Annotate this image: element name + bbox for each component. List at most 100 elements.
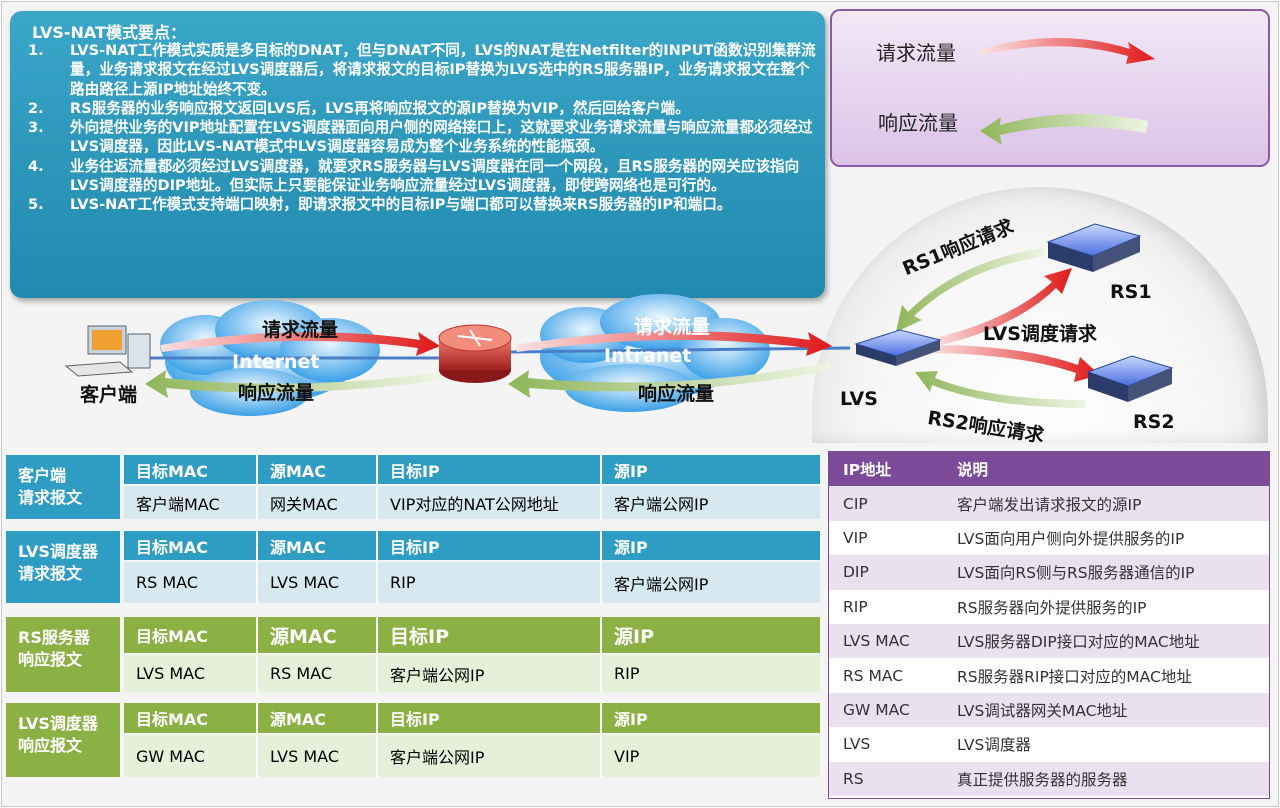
legend-request-label: 请求流量 — [876, 41, 956, 65]
header-src-ip: 源IP — [614, 537, 648, 557]
lvs-to-rs1-arrow — [935, 268, 1072, 346]
header-src-mac: 源MAC — [270, 625, 337, 648]
client-label: 客户端 — [80, 384, 138, 406]
table-value-row: GW MAC LVS MAC 客户端公网IP VIP — [124, 735, 820, 777]
lvs-schedule-label: LVS调度请求 — [983, 323, 1097, 345]
header-dest-mac: 目标MAC — [136, 710, 209, 729]
ip-desc: LVS调度器 — [957, 736, 1031, 755]
header-src-mac: 源MAC — [270, 710, 327, 729]
header-dest-mac: 目标MAC — [136, 461, 209, 481]
ip-name: GW MAC — [843, 700, 910, 719]
intranet-request-label: 请求流量 — [634, 316, 711, 338]
lvs-to-rs2-arrow — [930, 345, 1100, 382]
internet-request-arrow — [160, 332, 440, 356]
ip-table-row: LVS MAC LVS服务器DIP接口对应的MAC地址 — [829, 624, 1269, 659]
ip-desc: LVS面向用户侧向外提供服务的IP — [957, 529, 1185, 548]
lvs-label: LVS — [840, 388, 878, 410]
intranet-label: Intranet — [604, 345, 692, 367]
ip-desc: RS服务器向外提供服务的IP — [957, 598, 1147, 617]
router-icon — [438, 324, 512, 383]
rs2-server-icon — [1086, 355, 1174, 402]
ip-table-row: RS 真正提供服务器的服务器 — [829, 761, 1269, 796]
table-header-row: 目标MAC 源MAC 目标IP 源IP — [124, 455, 820, 484]
value-dest-ip: 客户端公网IP — [390, 748, 485, 767]
value-src-ip: RIP — [614, 664, 640, 683]
ip-name: RS — [843, 769, 864, 788]
header-src-mac: 源MAC — [270, 537, 327, 557]
legend-arrows — [980, 38, 1155, 145]
table-label: LVS调度器 响应报文 — [6, 703, 120, 777]
table-value-row: 客户端MAC 网关MAC VIP对应的NAT公网地址 客户端公网IP — [124, 486, 820, 519]
ip-desc: RS服务器RIP接口对应的MAC地址 — [957, 667, 1192, 686]
value-src-ip: 客户端公网IP — [614, 494, 709, 514]
note-item: 4.业务往返流量都必须经过LVS调度器，就要求RS服务器与LVS调度器在同一个网… — [28, 157, 818, 196]
ip-desc: 真正提供服务器的服务器 — [957, 770, 1128, 789]
ip-name: CIP — [843, 494, 868, 513]
ip-name: RS MAC — [843, 666, 904, 685]
value-src-ip: 客户端公网IP — [614, 574, 709, 594]
value-dest-ip: VIP对应的NAT公网地址 — [390, 494, 559, 514]
traffic-legend: 请求流量 响应流量 — [830, 9, 1270, 167]
table-label: LVS调度器 请求报文 — [6, 531, 120, 603]
note-text: 外向提供业务的VIP地址配置在LVS调度器面向用户侧的网络接口上，这就要求业务请… — [70, 119, 813, 156]
ip-name: LVS — [843, 735, 871, 754]
table-value-row: LVS MAC RS MAC 客户端公网IP RIP — [124, 655, 820, 692]
link-router-lvs — [509, 346, 851, 354]
value-dest-ip: 客户端公网IP — [390, 665, 485, 685]
lvs-response-table: LVS调度器 响应报文 目标MAC 源MAC 目标IP 源IP GW MAC L… — [6, 703, 820, 777]
ip-header-description: 说明 — [957, 461, 989, 480]
header-dest-ip: 目标IP — [390, 710, 440, 729]
value-src-mac: LVS MAC — [270, 573, 339, 592]
value-src-mac: 网关MAC — [270, 494, 338, 514]
table-label: RS服务器 响应报文 — [6, 617, 120, 692]
internet-response-arrow — [145, 370, 440, 398]
value-dest-mac: 客户端MAC — [136, 494, 220, 514]
client-request-table: 客户端 请求报文 目标MAC 源MAC 目标IP 源IP 客户端MAC 网关MA… — [6, 455, 820, 519]
header-dest-mac: 目标MAC — [136, 627, 209, 646]
header-src-ip: 源IP — [614, 625, 654, 648]
internet-request-label: 请求流量 — [262, 319, 339, 341]
legend-request-arrow — [980, 38, 1155, 64]
value-dest-mac: RS MAC — [136, 573, 198, 592]
rs1-response-arrow — [896, 248, 1046, 332]
value-src-mac: LVS MAC — [270, 746, 339, 766]
ip-table-row: CIP 客户端发出请求报文的源IP — [829, 486, 1269, 521]
network-diagram — [64, 223, 1174, 416]
note-text: LVS-NAT工作模式支持端口映射，即请求报文中的目标IP与端口都可以替换来RS… — [70, 196, 732, 214]
lvs-request-table: LVS调度器 请求报文 目标MAC 源MAC 目标IP 源IP RS MAC L… — [6, 531, 820, 603]
note-number: 3. — [28, 119, 44, 137]
rs1-label: RS1 — [1110, 281, 1152, 303]
lvs-server-icon — [854, 329, 942, 366]
ip-name: RIP — [843, 597, 868, 616]
table-header-row: 目标MAC 源MAC 目标IP 源IP — [124, 531, 820, 560]
ip-desc: LVS服务器DIP接口对应的MAC地址 — [957, 633, 1200, 652]
rs2-label: RS2 — [1133, 411, 1175, 433]
table-header-row: 目标MAC 源MAC 目标IP 源IP — [124, 617, 820, 653]
notes-title: LVS-NAT模式要点： — [32, 23, 186, 42]
note-item: 1. LVS-NAT工作模式实质是多目标的DNAT，但与DNAT不同，LVS的NA… — [28, 41, 818, 99]
ip-table-row: LVS LVS调度器 — [829, 727, 1269, 761]
legend-response-arrow — [980, 113, 1148, 145]
ip-desc: 客户端发出请求报文的源IP — [957, 495, 1142, 514]
ip-name: VIP — [843, 528, 868, 547]
value-dest-mac: GW MAC — [136, 746, 205, 766]
ip-table-row: VIP LVS面向用户侧向外提供服务的IP — [829, 521, 1269, 555]
value-src-mac: RS MAC — [270, 664, 332, 683]
notes-list: 1. LVS-NAT工作模式实质是多目标的DNAT，但与DNAT不同，LVS的NA… — [28, 41, 818, 215]
rs2-response-arrow — [915, 371, 1086, 408]
table-label: 客户端 请求报文 — [6, 455, 120, 519]
ip-name: LVS MAC — [843, 632, 910, 651]
note-number: 1. — [28, 42, 44, 59]
internet-label: Internet — [232, 351, 320, 373]
value-src-ip: VIP — [614, 746, 640, 766]
note-item: 3. 外向提供业务的VIP地址配置在LVS调度器面向用户侧的网络接口上，这就要求业… — [28, 118, 818, 157]
rs1-server-icon — [1046, 223, 1142, 272]
legend-response-label: 响应流量 — [878, 111, 958, 135]
header-dest-ip: 目标IP — [390, 537, 440, 557]
table-header-row: 目标MAC 源MAC 目标IP 源IP — [124, 703, 820, 733]
ip-desc: LVS面向RS侧与RS服务器通信的IP — [957, 564, 1195, 583]
note-text: LVS-NAT工作模式实质是多目标的DNAT，但与DNAT不同，LVS的NAT是… — [70, 42, 816, 98]
note-text: 业务往返流量都必须经过LVS调度器，就要求RS服务器与LVS调度器在同一个网段，… — [70, 157, 800, 195]
